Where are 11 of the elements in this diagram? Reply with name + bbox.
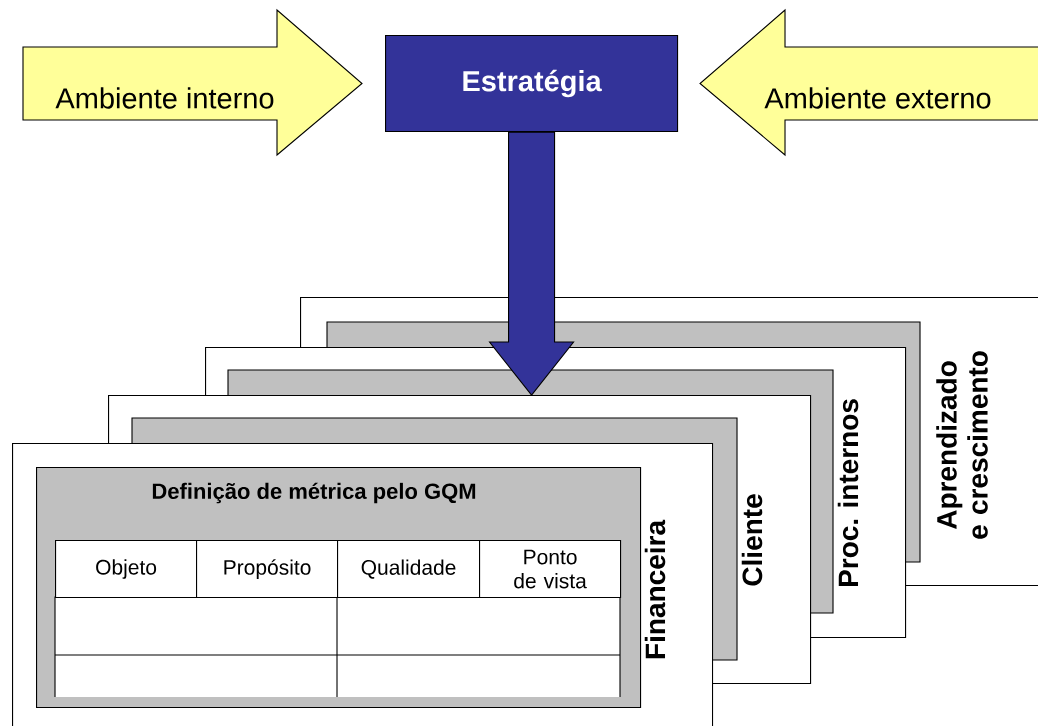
table-cell: Propósito: [196, 540, 339, 599]
card-label: Proc. internos: [837, 399, 859, 587]
card-label: Financeira: [644, 519, 666, 659]
card-label: Cliente: [741, 494, 763, 586]
table-cell: Qualidade: [337, 540, 481, 599]
table-cell: Objeto: [55, 540, 198, 599]
block-arrow: [488, 131, 575, 396]
panel-heading: Definição de métrica pelo GQM: [152, 482, 476, 504]
card-label: Aprendizado e crescimento: [936, 351, 988, 539]
strategy-box: Estratégia: [385, 35, 679, 133]
table-cell: Ponto de vista: [479, 540, 622, 599]
